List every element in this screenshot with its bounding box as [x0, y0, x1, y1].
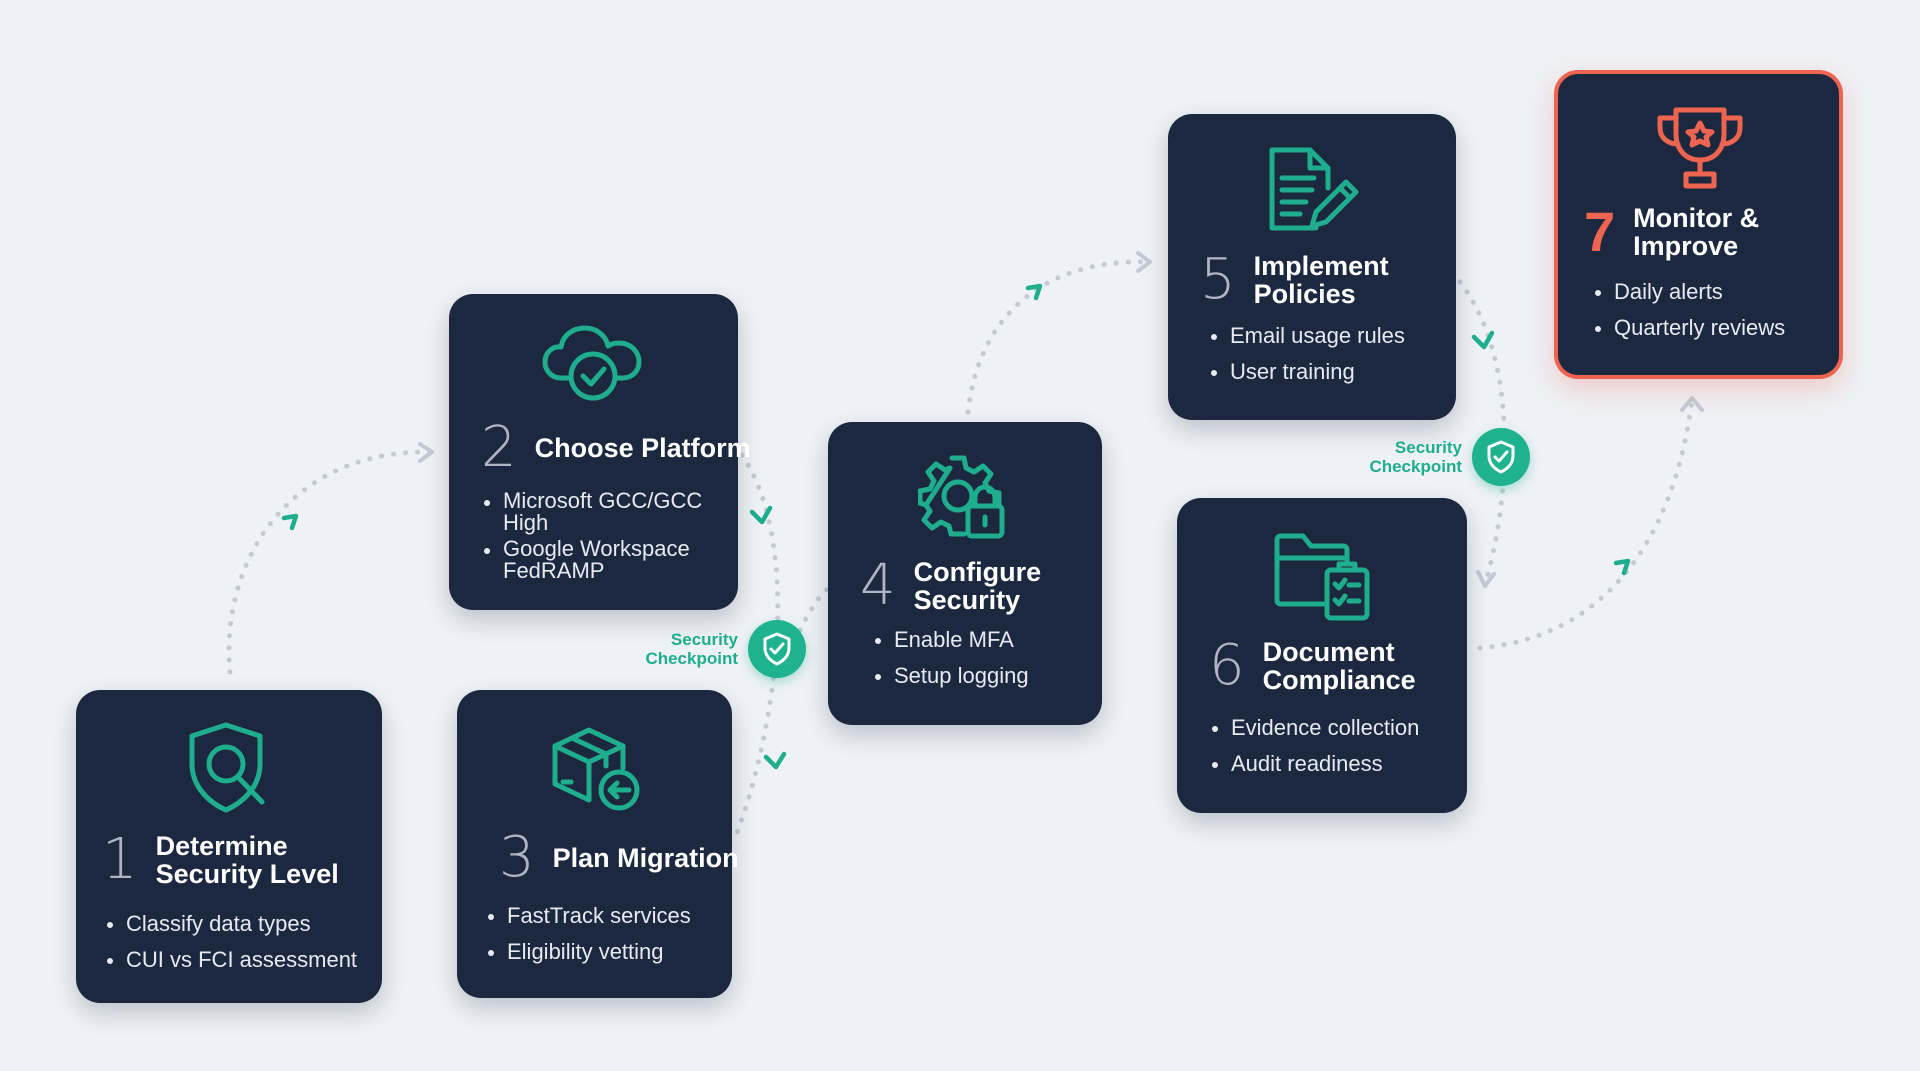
arrowhead-4-5 — [1136, 251, 1152, 273]
step-number: 3 — [499, 825, 535, 890]
step-title: Choose Platform — [534, 433, 751, 463]
cloud-check-icon — [541, 320, 645, 404]
shield-check-icon — [748, 620, 806, 678]
step-number: 6 — [1209, 633, 1245, 698]
step-bullets: FastTrack services Eligibility vetting — [485, 904, 691, 976]
step-bullets: Email usage rules User training — [1208, 324, 1405, 396]
chevron-down-icon — [1471, 330, 1495, 350]
document-pen-icon — [1264, 144, 1360, 238]
bullet-item: CUI vs FCI assessment — [104, 948, 357, 972]
connector-2-3 — [732, 452, 781, 841]
step-number: 1 — [102, 827, 138, 892]
step-title: Determine Security Level — [155, 831, 339, 889]
step-bullets: Classify data types CUI vs FCI assessmen… — [104, 912, 357, 984]
step-number: 4 — [860, 553, 896, 618]
step-title: Implement Policies — [1253, 251, 1389, 309]
connector-4-5 — [965, 259, 1153, 415]
shield-search-icon — [184, 720, 278, 816]
box-migrate-icon — [549, 724, 643, 814]
step-number: 2 — [481, 415, 517, 480]
step-card-4[interactable]: 4 Configure Security Enable MFA Setup lo… — [828, 422, 1102, 725]
bullet-item: Quarterly reviews — [1592, 316, 1785, 340]
step-card-7[interactable]: 7 Monitor & Improve Daily alerts Quarter… — [1554, 70, 1843, 379]
step-title: Monitor & Improve — [1633, 203, 1760, 261]
chevron-up-icon — [281, 513, 299, 531]
chevron-up-icon — [1025, 283, 1043, 301]
bullet-item: Classify data types — [104, 912, 357, 936]
step-card-1[interactable]: 1 Determine Security Level Classify data… — [76, 690, 382, 1003]
step-card-2[interactable]: 2 Choose Platform Microsoft GCC/GCC High… — [449, 294, 751, 610]
bullet-item: Google Workspace FedRAMP — [481, 538, 719, 582]
arrowhead-6-7 — [1680, 396, 1704, 412]
bullet-item: Setup logging — [872, 664, 1029, 688]
bullet-item: Audit readiness — [1209, 752, 1419, 776]
security-checkpoint: Security Checkpoint — [1352, 428, 1530, 486]
connector-6-7 — [1477, 397, 1695, 651]
bullet-item: Enable MFA — [872, 628, 1029, 652]
chevron-down-icon — [763, 751, 787, 770]
chevron-up-icon — [1613, 558, 1631, 576]
arrowhead-5-6 — [1476, 570, 1496, 588]
step-bullets: Microsoft GCC/GCC High Google Workspace … — [481, 490, 719, 586]
trophy-star-icon — [1654, 104, 1746, 194]
step-number: 7 — [1584, 200, 1616, 263]
gear-lock-icon — [918, 454, 1014, 542]
checkpoint-label: Security Checkpoint — [1369, 438, 1462, 476]
step-bullets: Evidence collection Audit readiness — [1209, 716, 1419, 788]
step-card-5[interactable]: 5 Implement Policies Email usage rules U… — [1168, 114, 1456, 420]
security-checkpoint: Security Checkpoint — [628, 620, 806, 678]
step-bullets: Enable MFA Setup logging — [872, 628, 1029, 700]
bullet-item: FastTrack services — [485, 904, 691, 928]
step-title: Document Compliance — [1262, 637, 1416, 695]
step-title: Configure Security — [913, 557, 1042, 615]
arrowhead-1-2 — [418, 442, 434, 463]
bullet-item: Daily alerts — [1592, 280, 1785, 304]
bullet-item: Microsoft GCC/GCC High — [481, 490, 719, 534]
chevron-down-icon — [749, 505, 773, 525]
shield-check-icon — [1472, 428, 1530, 486]
step-number: 5 — [1200, 247, 1236, 312]
checkpoint-label: Security Checkpoint — [645, 630, 738, 668]
connector-1-2 — [226, 449, 433, 675]
step-card-3[interactable]: 3 Plan Migration FastTrack services Elig… — [457, 690, 739, 998]
step-bullets: Daily alerts Quarterly reviews — [1592, 280, 1785, 352]
step-card-6[interactable]: 6 Document Compliance Evidence collectio… — [1177, 498, 1467, 813]
folder-checklist-icon — [1273, 532, 1373, 624]
bullet-item: User training — [1208, 360, 1405, 384]
bullet-item: Email usage rules — [1208, 324, 1405, 348]
bullet-item: Eligibility vetting — [485, 940, 691, 964]
bullet-item: Evidence collection — [1209, 716, 1419, 740]
step-title: Plan Migration — [552, 843, 739, 873]
